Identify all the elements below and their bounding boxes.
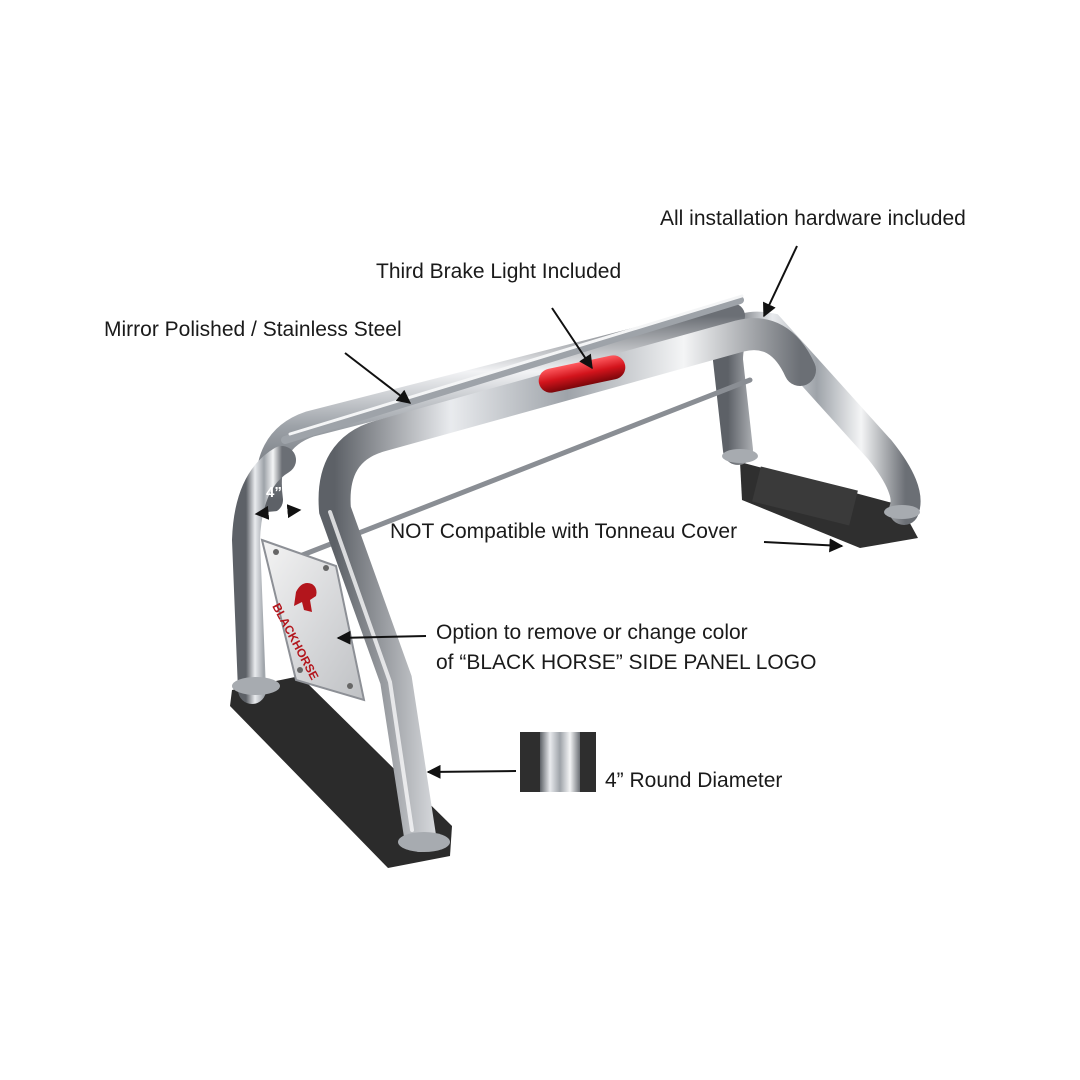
side-panel-plate: [260, 538, 366, 702]
diameter-inset: [520, 732, 596, 792]
front-hoop: [318, 318, 816, 852]
third-brake-light: [538, 355, 626, 393]
inset-tube: [540, 732, 580, 792]
arrow-diameter: [426, 764, 517, 779]
logo-callout-line1: Option to remove or change color: [436, 621, 748, 644]
width-marker-label: 4”: [266, 484, 282, 501]
arrow-material: [344, 352, 412, 404]
front-left-mount-plate: [230, 676, 452, 868]
material-callout: Mirror Polished / Stainless Steel: [104, 318, 402, 341]
width-marker: [254, 504, 302, 520]
horse-logo-icon: [294, 583, 317, 612]
front-left-foot-cap: [232, 677, 280, 695]
brake-light-housing: [538, 355, 626, 393]
panel-bolt: [323, 565, 329, 571]
width-marker-line: [254, 504, 302, 520]
rear-right-plate-bracket: [752, 466, 858, 526]
diameter-callout: 4” Round Diameter: [605, 769, 783, 792]
mount-plates: [230, 462, 918, 868]
front-frame: [231, 318, 816, 852]
front-left-leg-rear: [231, 446, 296, 704]
rear-foot-cap: [722, 449, 758, 463]
brake-light-callout: Third Brake Light Included: [376, 260, 622, 283]
arrow-tonneau: [763, 538, 844, 553]
side-panel: BLACKHORSE: [260, 538, 366, 702]
arrow-brake-light: [551, 307, 593, 370]
panel-bolt: [297, 667, 303, 673]
logo-callout-line2: of “BLACK HORSE” SIDE PANEL LOGO: [436, 651, 817, 674]
rear-right-foot-cap: [884, 505, 920, 519]
top-rail-highlight: [288, 294, 744, 436]
front-right-foot-cap: [398, 832, 450, 852]
panel-bolt: [347, 683, 353, 689]
cross-rod: [297, 377, 753, 559]
callout-arrows: [336, 245, 844, 779]
front-hoop-highlight: [328, 510, 414, 832]
tonneau-callout: NOT Compatible with Tonneau Cover: [390, 520, 738, 543]
panel-bolt: [273, 549, 279, 555]
hardware-callout: All installation hardware included: [660, 207, 966, 230]
top-rail: [281, 296, 744, 444]
arrow-logo: [336, 630, 427, 645]
arrow-hardware: [763, 245, 798, 318]
